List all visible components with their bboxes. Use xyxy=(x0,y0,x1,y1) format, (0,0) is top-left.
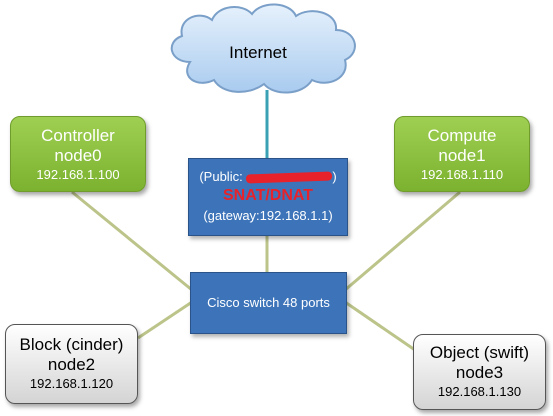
block-node: Block (cinder) node2 192.168.1.120 xyxy=(5,324,138,404)
object-node: Object (swift) node3 192.168.1.130 xyxy=(413,334,546,410)
public-close: ) xyxy=(332,169,337,184)
block-title: Block (cinder) xyxy=(19,335,124,354)
switch-box: Cisco switch 48 ports xyxy=(190,272,347,334)
object-ip: 192.168.1.130 xyxy=(437,384,522,399)
controller-node: Controller node0 192.168.1.100 xyxy=(10,116,146,192)
object-name: node3 xyxy=(455,363,504,382)
public-label: (Public: xyxy=(199,169,247,184)
compute-name: node1 xyxy=(438,146,486,165)
link-object-switch xyxy=(344,300,416,352)
switch-label: Cisco switch 48 ports xyxy=(207,295,330,310)
nat-label: SNAT/DNAT xyxy=(222,187,314,204)
link-block-switch xyxy=(137,300,193,340)
gateway-label: (gateway:192.168.1.1) xyxy=(203,208,333,223)
compute-node: Compute node1 192.168.1.110 xyxy=(394,116,530,192)
link-controller-switch xyxy=(71,190,193,292)
compute-title: Compute xyxy=(427,126,497,145)
controller-title: Controller xyxy=(41,126,115,145)
object-title: Object (swift) xyxy=(429,343,530,362)
public-ip-line: (Public: ) xyxy=(189,168,347,185)
link-compute-switch xyxy=(344,190,461,292)
nat-router-box: (Public: ) SNAT/DNAT (gateway:192.168.1.… xyxy=(188,158,348,236)
controller-ip: 192.168.1.100 xyxy=(36,167,120,182)
controller-name: node0 xyxy=(54,146,102,165)
internet-cloud-shape xyxy=(170,3,356,94)
redacted-public-ip xyxy=(246,171,333,184)
block-name: node2 xyxy=(47,355,96,374)
compute-ip: 192.168.1.110 xyxy=(420,167,504,182)
block-ip: 192.168.1.120 xyxy=(29,376,114,391)
internet-label: Internet xyxy=(229,43,287,62)
